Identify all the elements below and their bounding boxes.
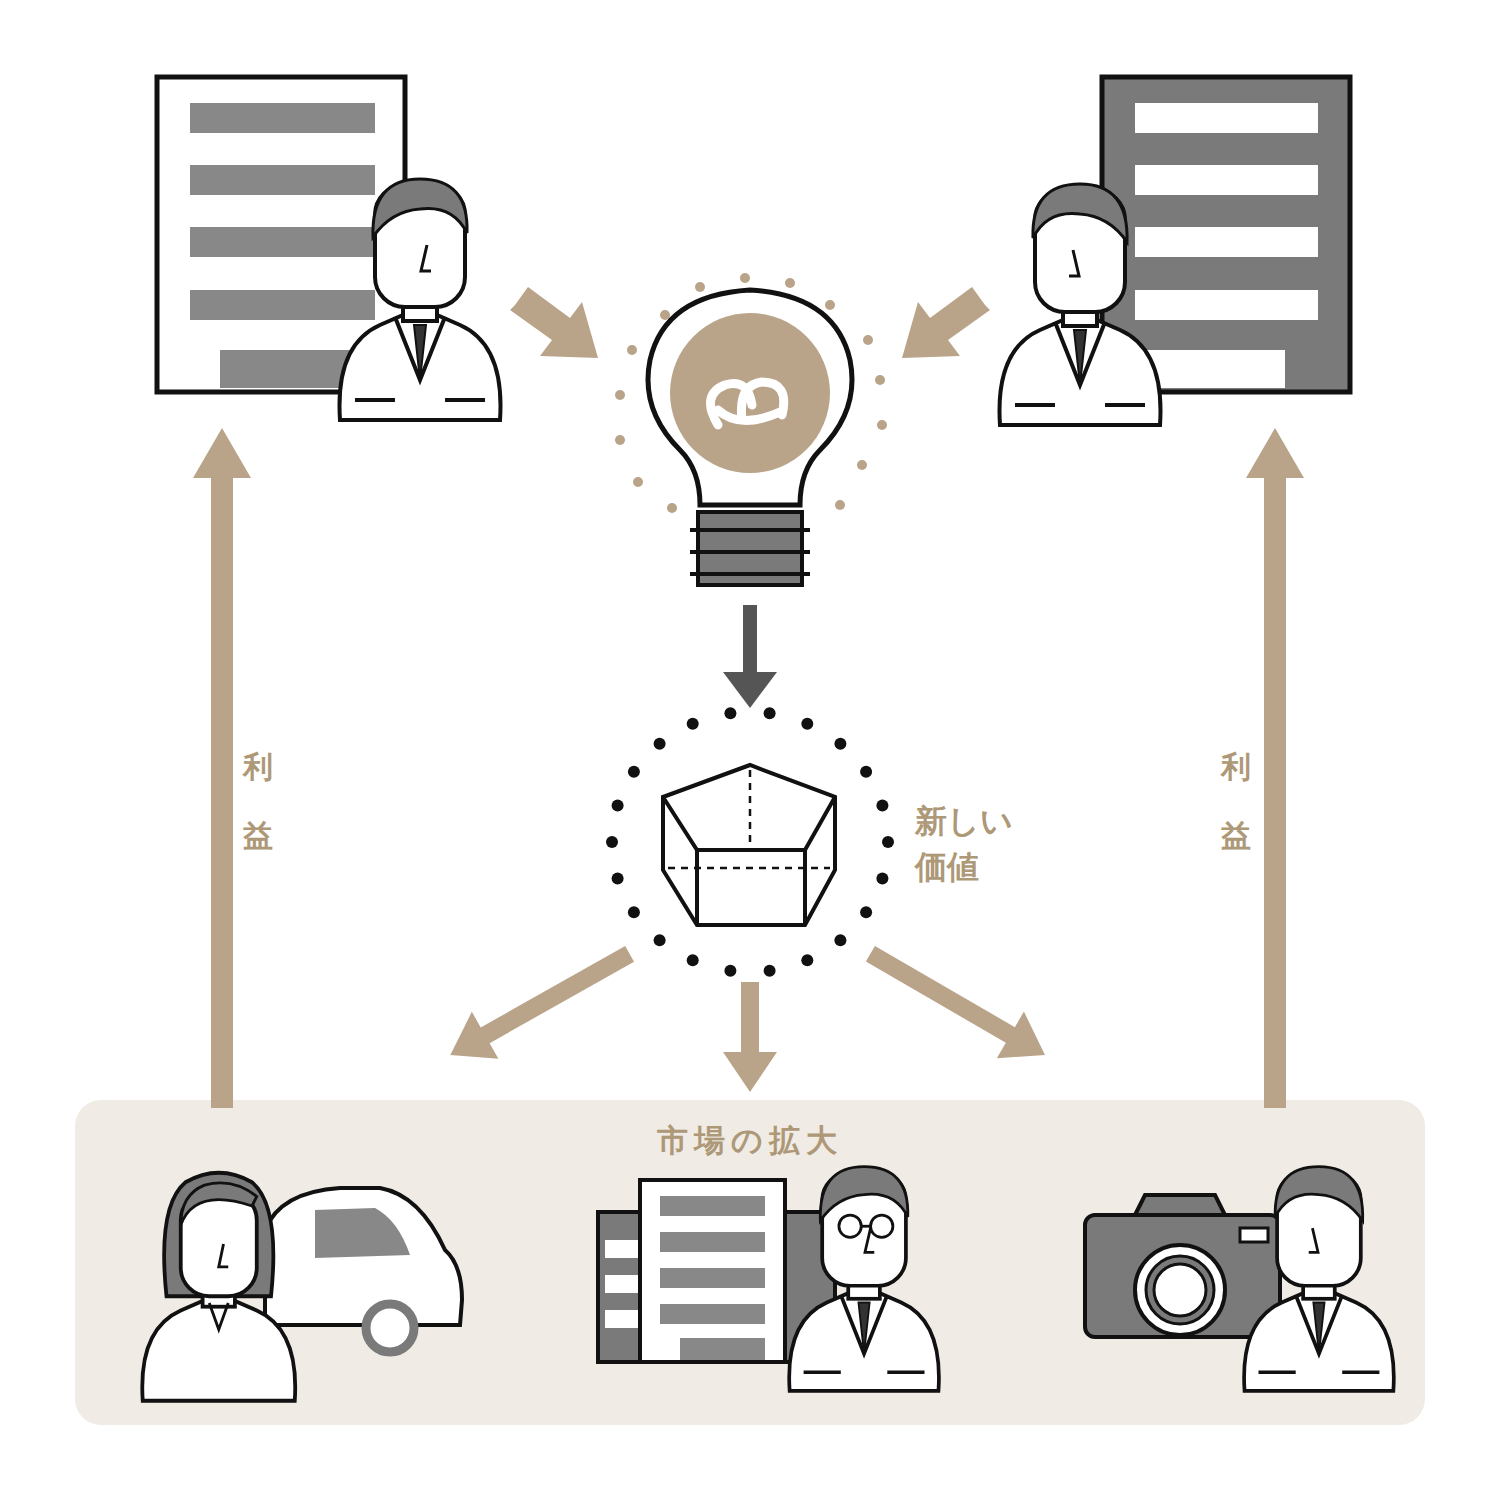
ring-dot xyxy=(687,718,699,730)
ring-dot xyxy=(882,836,894,848)
ring-dot xyxy=(724,707,736,719)
car xyxy=(265,1188,462,1352)
ring-dot xyxy=(654,738,666,750)
node-label: 市場の拡大 xyxy=(75,1118,1425,1163)
node-label: 新しい 価値 xyxy=(915,798,1024,891)
arrow-shaft xyxy=(870,954,1012,1036)
market-arrow xyxy=(723,982,777,1092)
ring-dot xyxy=(801,718,813,730)
ring-dot xyxy=(876,873,888,885)
ring-dot xyxy=(860,766,872,778)
arrow-head xyxy=(997,1012,1045,1059)
businessman-customer xyxy=(789,1167,939,1391)
ring-dot xyxy=(612,873,624,885)
ring-dot xyxy=(764,707,776,719)
ring-dot xyxy=(876,799,888,811)
ring-dot xyxy=(724,965,736,977)
ring-dot xyxy=(687,954,699,966)
value-arrow xyxy=(723,605,777,708)
ring-dot xyxy=(654,934,666,946)
ring-dot xyxy=(860,906,872,918)
businessman-left xyxy=(340,179,501,420)
value-node: 新しい 価値 xyxy=(610,700,890,982)
market-band: 市場の拡大 xyxy=(75,1100,1425,1425)
arrow-shaft xyxy=(483,954,629,1037)
market-arrow xyxy=(870,954,1045,1058)
ring-dot xyxy=(801,954,813,966)
market-arrow xyxy=(450,954,629,1059)
arrow-shaft xyxy=(741,982,759,1054)
ring-dot xyxy=(834,738,846,750)
profit-label: 利益 xyxy=(1221,728,1251,874)
woman-customer xyxy=(142,1173,295,1401)
profit-arrows xyxy=(193,428,1304,1108)
ring-dot xyxy=(628,906,640,918)
ring-dot xyxy=(764,965,776,977)
value-prism xyxy=(606,707,894,976)
arrow-head xyxy=(723,1052,777,1092)
light-bulb xyxy=(615,273,887,585)
businessman-right xyxy=(1000,184,1161,425)
arrow-head xyxy=(450,1012,498,1059)
ring-dot xyxy=(834,934,846,946)
camera xyxy=(1085,1195,1280,1337)
photographer-customer xyxy=(1244,1167,1394,1391)
ring-dot xyxy=(612,799,624,811)
profit-label: 利益 xyxy=(243,728,273,874)
ring-dot xyxy=(628,766,640,778)
ring-dot xyxy=(606,836,618,848)
